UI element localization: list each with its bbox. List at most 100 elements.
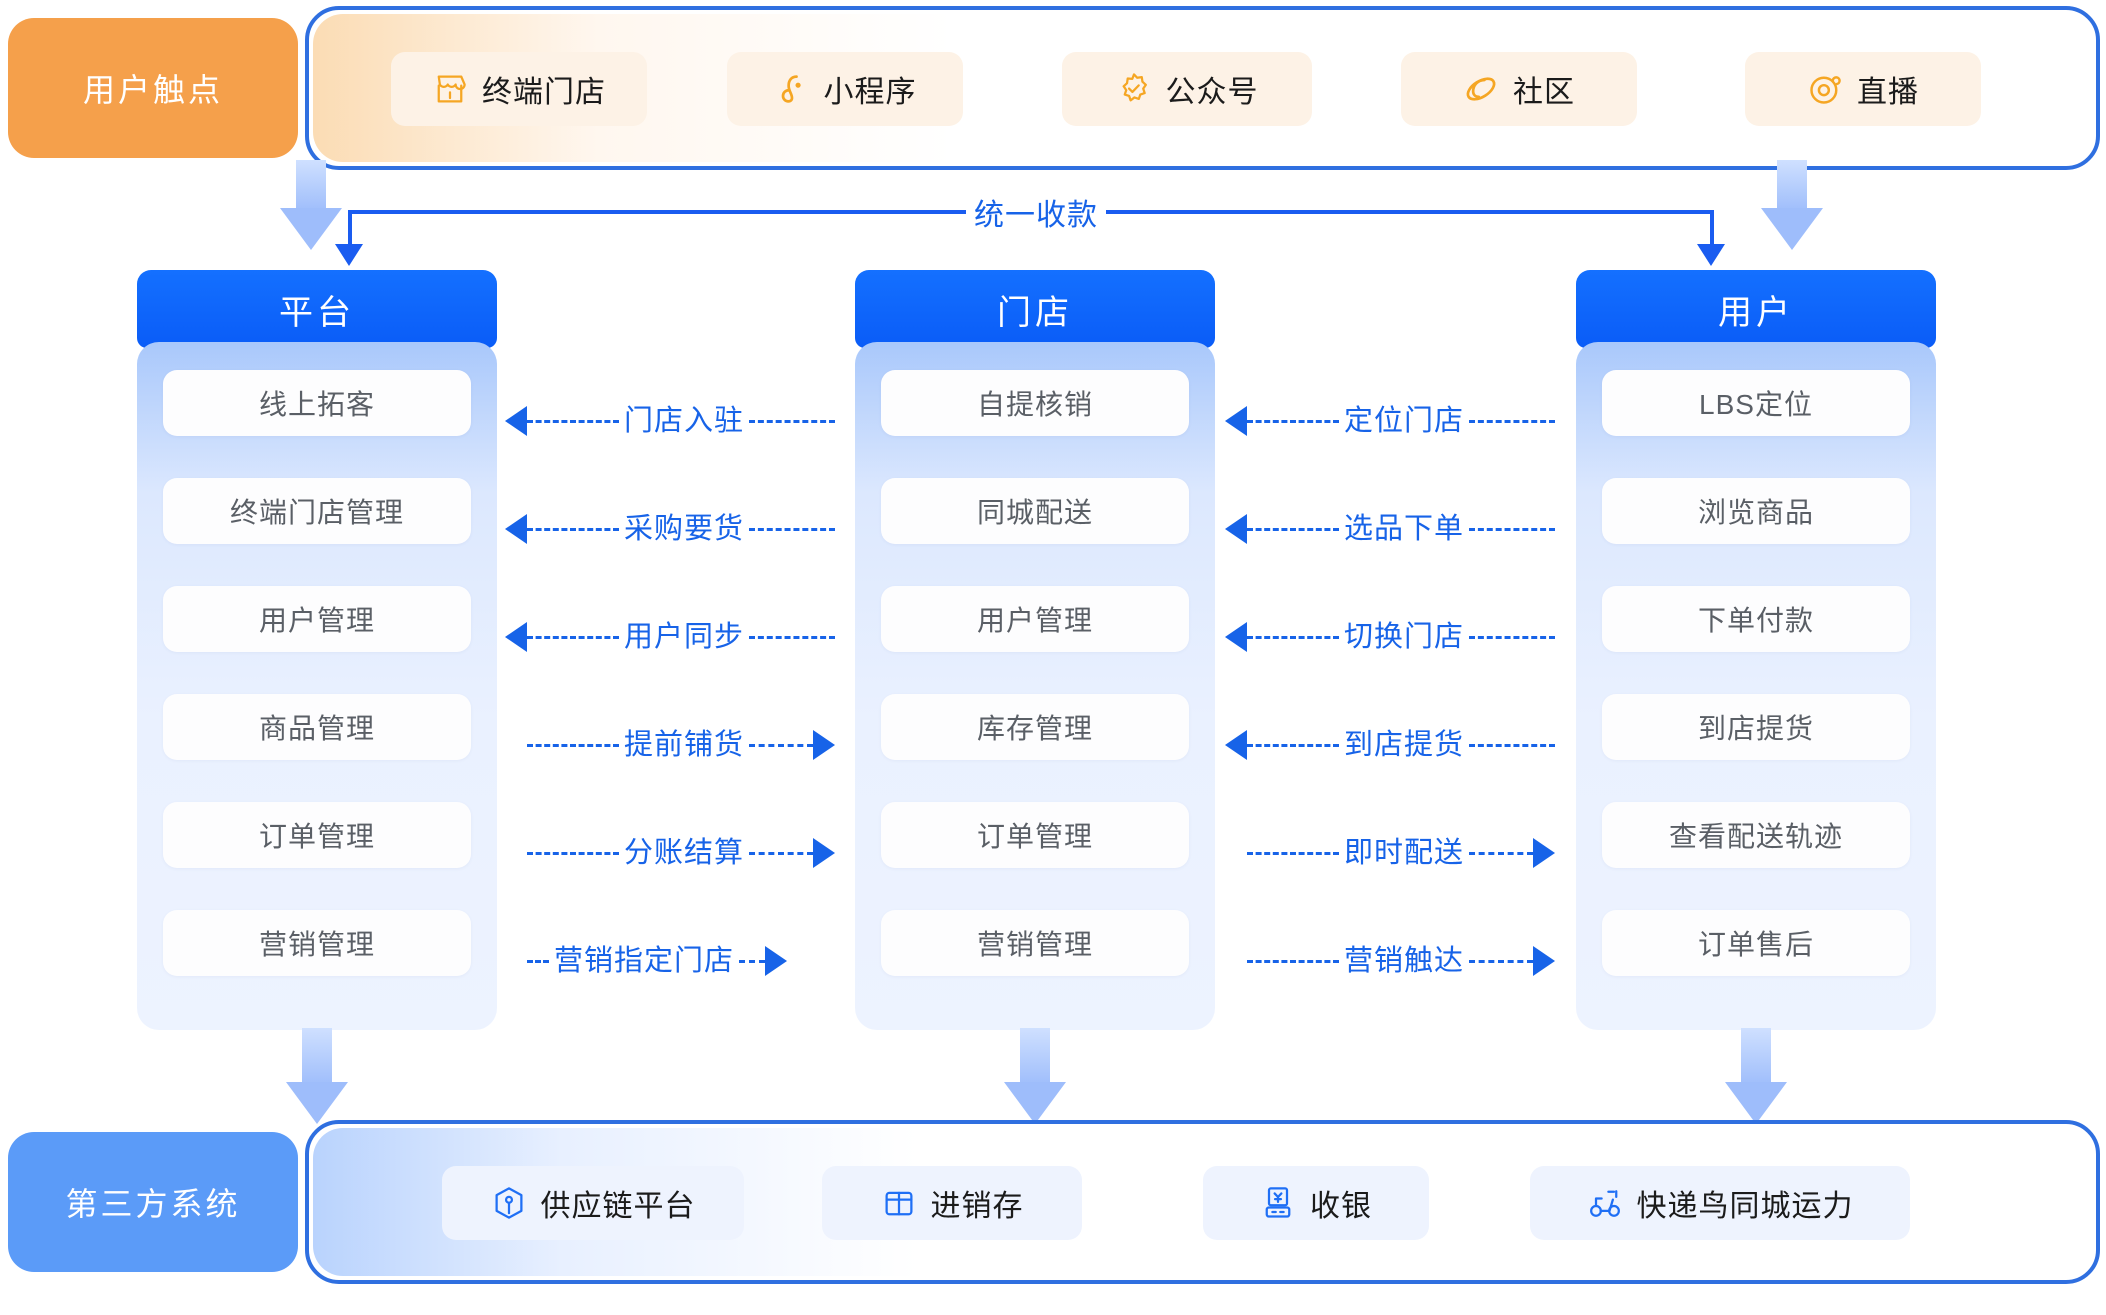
connector-left-label-5: 营销指定门店 [549, 939, 740, 983]
connector-right-label-1: 选品下单 [1339, 507, 1470, 551]
top-band-label-text: 用户触点 [82, 72, 223, 108]
user-cell-3[interactable]: 到店提货 [1602, 694, 1910, 760]
column-platform-header: 平台 [137, 270, 497, 348]
flow-arrow-bottom-store [1004, 1028, 1066, 1124]
connector-right-3: 到店提货 [1225, 717, 1575, 773]
connector-right-label-0: 定位门店 [1339, 399, 1470, 443]
user-cell-label-2: 下单付款 [1697, 605, 1814, 636]
community-icon [1463, 71, 1499, 107]
arrow-left-icon [505, 514, 527, 544]
arrow-left-icon [505, 406, 527, 436]
bottom-band-label: 第三方系统 [8, 1132, 298, 1272]
platform-cell-5[interactable]: 营销管理 [163, 910, 471, 976]
arrow-right-icon [813, 838, 836, 868]
arrow-right-icon [813, 730, 836, 760]
store-cell-0[interactable]: 自提核销 [881, 370, 1189, 436]
column-user-title: 用户 [1718, 293, 1794, 332]
unified-payment-bracket: 统一收款 [0, 0, 2106, 270]
connector-left-4: 分账结算 [505, 825, 855, 881]
store-cell-1[interactable]: 同城配送 [881, 478, 1189, 544]
thirdparty-label-0: 供应链平台 [540, 1190, 696, 1223]
connector-left-3: 提前铺货 [505, 717, 855, 773]
connector-left-0: 门店入驻 [505, 393, 855, 449]
user-cell-2[interactable]: 下单付款 [1602, 586, 1910, 652]
arrow-right-icon [1533, 946, 1556, 976]
column-platform: 平台 线上拓客 终端门店管理 用户管理 商品管理 订单管理 营销管理 [137, 270, 497, 1030]
touchpoint-label-1: 小程序 [823, 76, 917, 109]
platform-cell-label-0: 线上拓客 [258, 389, 375, 420]
supply-chain-icon [491, 1185, 527, 1221]
user-cell-label-5: 订单售后 [1697, 929, 1814, 960]
platform-cell-1[interactable]: 终端门店管理 [163, 478, 471, 544]
miniprogram-icon [774, 71, 810, 107]
user-cell-0[interactable]: LBS定位 [1602, 370, 1910, 436]
column-store-title: 门店 [997, 293, 1073, 332]
connector-left-label-4: 分账结算 [619, 831, 750, 875]
cashier-icon [1260, 1185, 1296, 1221]
connector-right-label-4: 即时配送 [1339, 831, 1470, 875]
platform-cell-0[interactable]: 线上拓客 [163, 370, 471, 436]
bottom-band-label-text: 第三方系统 [65, 1186, 241, 1222]
touchpoint-item-2[interactable]: 公众号 [1062, 52, 1312, 126]
user-cell-1[interactable]: 浏览商品 [1602, 478, 1910, 544]
user-cell-label-0: LBS定位 [1699, 389, 1813, 420]
thirdparty-label-3: 快递鸟同城运力 [1636, 1190, 1854, 1223]
touchpoint-label-0: 终端门店 [482, 76, 606, 109]
user-cell-label-3: 到店提货 [1697, 713, 1814, 744]
unified-payment-label: 统一收款 [966, 186, 1106, 238]
store-cell-2[interactable]: 用户管理 [881, 586, 1189, 652]
connector-right-label-3: 到店提货 [1339, 723, 1470, 767]
connector-right-2: 切换门店 [1225, 609, 1575, 665]
touchpoint-item-4[interactable]: 直播 [1745, 52, 1981, 126]
arrow-left-icon [1225, 406, 1247, 436]
store-cell-5[interactable]: 营销管理 [881, 910, 1189, 976]
live-stream-icon [1807, 71, 1843, 107]
arrow-left-icon [1225, 730, 1247, 760]
thirdparty-item-3[interactable]: 快递鸟同城运力 [1530, 1166, 1910, 1240]
thirdparty-item-1[interactable]: 进销存 [822, 1166, 1082, 1240]
platform-cell-4[interactable]: 订单管理 [163, 802, 471, 868]
column-user-header: 用户 [1576, 270, 1936, 348]
platform-cell-label-2: 用户管理 [258, 605, 375, 636]
flow-arrow-bottom-user [1725, 1028, 1787, 1124]
platform-cell-2[interactable]: 用户管理 [163, 586, 471, 652]
delivery-scooter-icon [1587, 1185, 1623, 1221]
connector-right-0: 定位门店 [1225, 393, 1575, 449]
touchpoint-label-2: 公众号 [1165, 76, 1259, 109]
platform-cell-label-1: 终端门店管理 [229, 497, 404, 528]
store-cell-label-1: 同城配送 [976, 497, 1093, 528]
connector-left-5: 营销指定门店 [505, 933, 855, 989]
user-cell-5[interactable]: 订单售后 [1602, 910, 1910, 976]
column-store-body: 自提核销 同城配送 用户管理 库存管理 订单管理 营销管理 [855, 342, 1215, 1030]
column-user-body: LBS定位 浏览商品 下单付款 到店提货 查看配送轨迹 订单售后 [1576, 342, 1936, 1030]
column-platform-title: 平台 [279, 293, 355, 332]
column-store-header: 门店 [855, 270, 1215, 348]
touchpoint-item-1[interactable]: 小程序 [727, 52, 963, 126]
storefront-icon [432, 71, 468, 107]
store-cell-label-2: 用户管理 [976, 605, 1093, 636]
column-store: 门店 自提核销 同城配送 用户管理 库存管理 订单管理 营销管理 [855, 270, 1215, 1030]
platform-cell-3[interactable]: 商品管理 [163, 694, 471, 760]
flow-arrow-bottom-platform [286, 1028, 348, 1124]
store-cell-label-4: 订单管理 [976, 821, 1093, 852]
touchpoint-item-3[interactable]: 社区 [1401, 52, 1637, 126]
arrow-right-icon [1533, 838, 1556, 868]
connector-right-4: 即时配送 [1225, 825, 1575, 881]
store-cell-4[interactable]: 订单管理 [881, 802, 1189, 868]
user-cell-4[interactable]: 查看配送轨迹 [1602, 802, 1910, 868]
touchpoint-item-0[interactable]: 终端门店 [391, 52, 647, 126]
user-cell-label-4: 查看配送轨迹 [1668, 821, 1843, 852]
arrow-right-icon [765, 946, 788, 976]
thirdparty-item-0[interactable]: 供应链平台 [442, 1166, 744, 1240]
connector-left-2: 用户同步 [505, 609, 855, 665]
thirdparty-item-2[interactable]: 收银 [1203, 1166, 1429, 1240]
arrow-left-icon [1225, 622, 1247, 652]
user-cell-label-1: 浏览商品 [1697, 497, 1814, 528]
thirdparty-label-2: 收银 [1310, 1190, 1372, 1223]
store-cell-3[interactable]: 库存管理 [881, 694, 1189, 760]
store-cell-label-0: 自提核销 [976, 389, 1093, 420]
connector-left-label-2: 用户同步 [619, 615, 750, 659]
connector-right-label-2: 切换门店 [1339, 615, 1470, 659]
arrow-left-icon [505, 622, 527, 652]
